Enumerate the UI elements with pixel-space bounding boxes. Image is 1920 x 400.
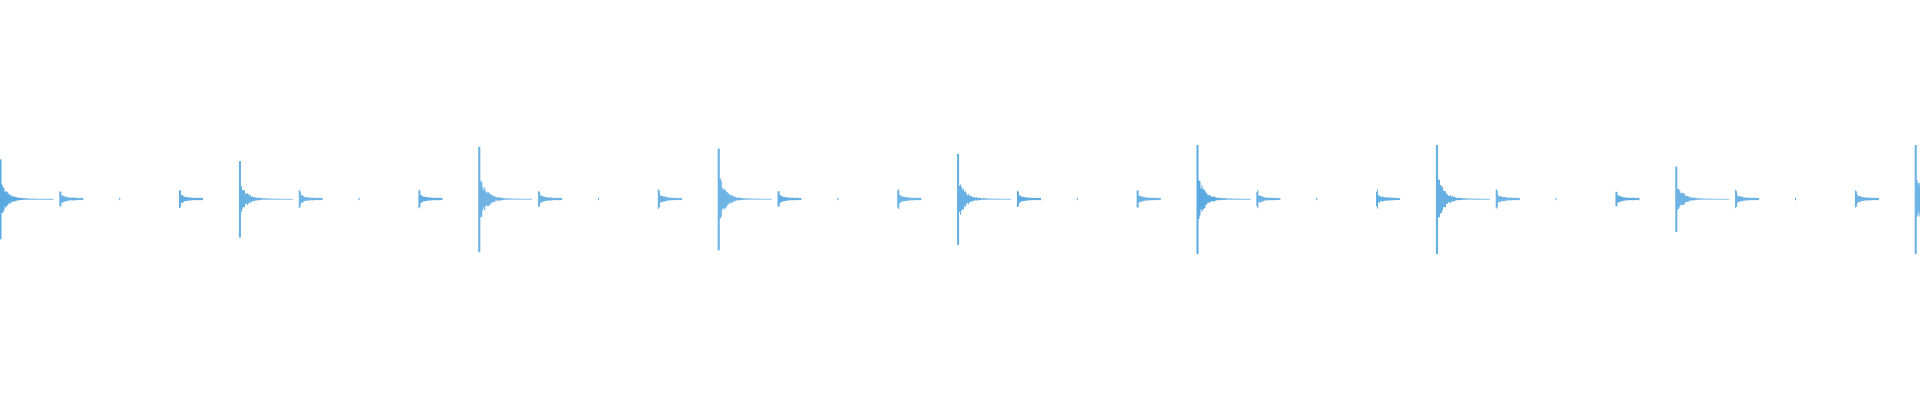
tick-transient — [657, 189, 682, 209]
tick-transient — [538, 191, 563, 207]
tick-transient — [1615, 191, 1640, 207]
kick-transient — [1675, 166, 1730, 233]
kick-transient — [238, 161, 293, 238]
kick-transient — [1914, 145, 1920, 255]
tick-transient — [1256, 189, 1281, 209]
kick-transient — [0, 159, 54, 240]
tick-transient — [179, 190, 204, 208]
kick-transient — [1196, 145, 1251, 255]
tick-transient — [59, 191, 84, 207]
tick-transient — [1854, 190, 1879, 208]
tick-transient — [1376, 189, 1401, 209]
kick-transient — [1435, 145, 1490, 255]
tick-transient — [1016, 190, 1041, 208]
tick-transient — [1495, 189, 1520, 209]
kick-transient — [717, 148, 772, 251]
tick-transient — [418, 189, 443, 209]
tick-transient — [1735, 189, 1760, 209]
tick-transient — [897, 189, 922, 209]
tick-transient — [777, 191, 802, 207]
kick-transient — [957, 154, 1012, 245]
tick-transient — [298, 189, 323, 209]
tick-transient — [1136, 190, 1161, 208]
kick-transient — [478, 146, 533, 253]
